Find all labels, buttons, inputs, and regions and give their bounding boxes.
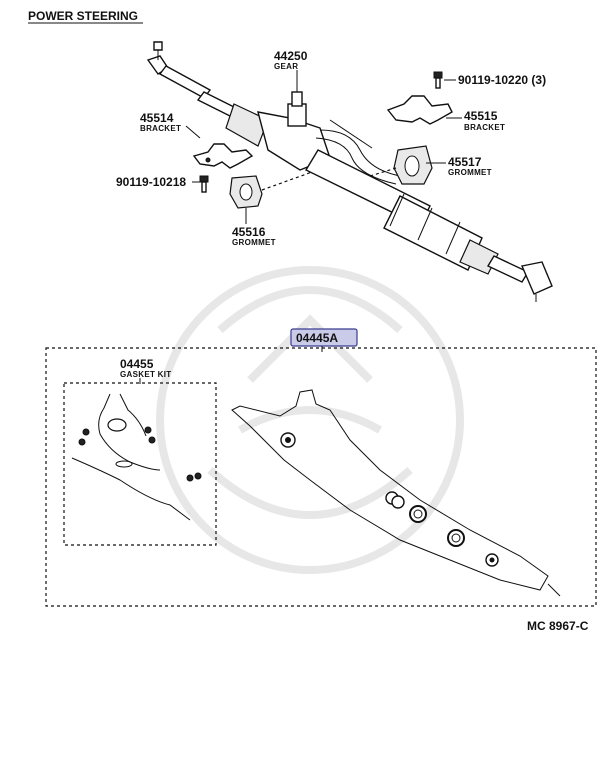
label-45514-number: 45514 — [140, 111, 174, 125]
diagram-code: MC 8967-C — [527, 619, 589, 633]
grommet-45516 — [229, 175, 263, 209]
label-45515-name: BRACKET — [464, 123, 505, 132]
watermark-emblem — [156, 266, 464, 574]
label-90119-10220: 90119-10220 (3) — [458, 73, 546, 87]
label-44250-number: 44250 — [274, 49, 308, 63]
label-45516-name: GROMMET — [232, 238, 276, 247]
grommet-45517 — [393, 145, 433, 185]
label-45515-number: 45515 — [464, 109, 498, 123]
label-45516-number: 45516 — [232, 225, 266, 239]
label-45514-name: BRACKET — [140, 124, 181, 133]
steering-gear-assembly — [146, 41, 553, 302]
leader-45514 — [185, 125, 201, 139]
label-44250-name: GEAR — [274, 62, 298, 71]
label-90119-10218: 90119-10218 — [116, 175, 186, 189]
kit-04445a-boundary — [45, 347, 597, 607]
leader-grommet-dash-left — [261, 171, 313, 191]
section-title: POWER STEERING — [28, 9, 138, 23]
bolt-90119-10220 — [433, 71, 443, 89]
gasket-kit-housing-sketch — [71, 393, 202, 521]
bolt-90119-10218 — [199, 175, 209, 193]
leader-grommet-dash-right — [369, 167, 397, 177]
gasket-kit-boundary — [63, 382, 217, 546]
bracket-45514 — [192, 143, 254, 169]
gear-housing-outline — [231, 389, 561, 597]
label-45517-name: GROMMET — [448, 168, 492, 177]
label-04445a: 04445A — [296, 331, 338, 345]
label-04455-name: GASKET KIT — [120, 370, 171, 379]
label-45517-number: 45517 — [448, 155, 482, 169]
label-04455-number: 04455 — [120, 357, 154, 371]
kit-04445a-highlight — [290, 328, 358, 347]
bracket-45515 — [386, 95, 453, 125]
